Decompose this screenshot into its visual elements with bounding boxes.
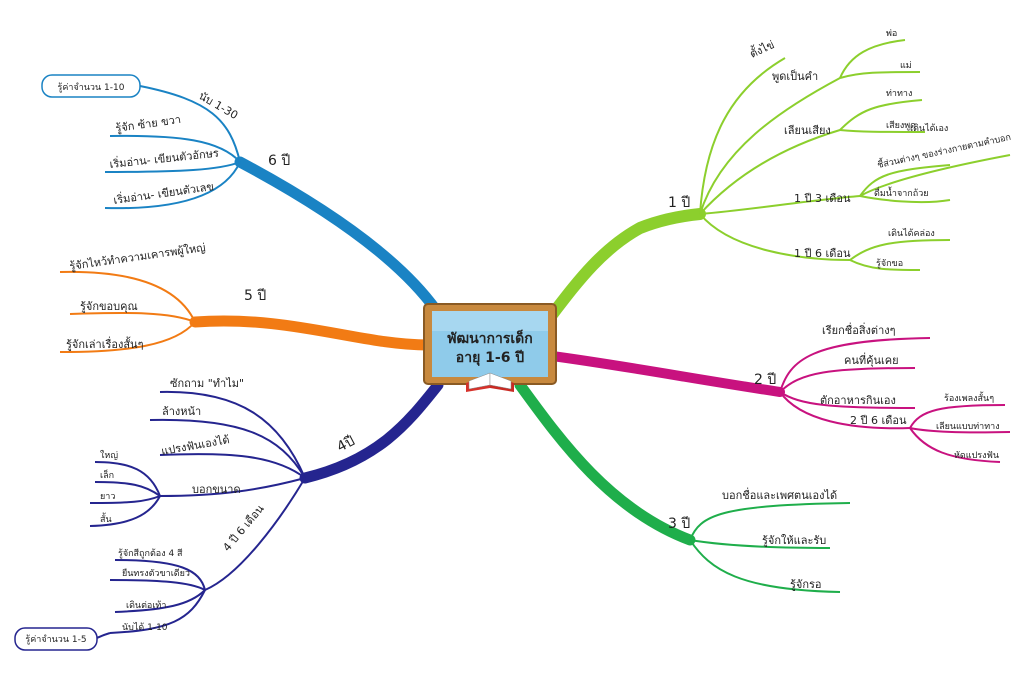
y3-item-2: รู้จักรอ [790, 578, 822, 591]
y1-mimic-0: ท่าทาง [886, 89, 912, 99]
center-title-line1: พัฒนาการเด็ก [447, 329, 533, 347]
y4-size-3: สั้น [100, 512, 112, 525]
y1-item-18m: 1 ปี 6 เดือน [794, 247, 851, 260]
y6-item-0: นับ 1-30 [197, 89, 241, 122]
year-4-subbranches [89, 390, 306, 639]
branch-5-year [189, 315, 434, 351]
y4-item-0: ซักถาม "ทำไม" [170, 377, 244, 390]
branch-6-year [234, 156, 442, 316]
y5-item-2: รู้จักเล่าเรื่องสั้นๆ [66, 336, 144, 351]
y2-30m-2: หัดแปรงฟัน [954, 451, 999, 461]
year-2-subbranches [779, 337, 1011, 463]
y1-18m-0: เดินได้คล่อง [888, 228, 935, 239]
y2-30m-1: เลียนแบบท่าทาง [936, 421, 1000, 432]
y6-item-3: เริ่มอ่าน- เขียนตัวเลข [112, 178, 214, 207]
y5-item-1: รู้จักขอบคุณ [80, 300, 138, 313]
y2-item-2: ตักอาหารกินเอง [820, 394, 896, 407]
label-4-year: 4ปี [334, 433, 357, 456]
y2-item-0: เรียกชื่อสิ่งต่างๆ [822, 322, 896, 337]
y4-item-1: ล้างหน้า [162, 405, 201, 418]
y1-item-speak: พูดเป็นคำ [772, 69, 818, 83]
y4-box-text: รู้ค่าจำนวน 1-5 [25, 634, 86, 645]
y4-item-4: 4 ปี 6 เดือน [220, 502, 267, 554]
year-1-subbranches [699, 39, 1011, 271]
y1-item-standing: ตั้งไข่ [747, 36, 777, 60]
y1-18m-1: รู้จักขอ [876, 258, 903, 269]
y1-15m-2: ดื่มน้ำจากถ้วย [874, 186, 929, 199]
y3-item-1: รู้จักให้และรับ [762, 534, 826, 547]
label-3-year: 3 ปี [668, 516, 690, 532]
y1-15m-0: เดินได้เอง [910, 123, 948, 134]
y4-54m-0: รู้จักสีถูกต้อง 4 สี [118, 548, 183, 559]
y1-speak-0: พ่อ [886, 29, 897, 39]
y1-item-mimic: เลียนเสียง [784, 124, 831, 137]
branch-4-year [299, 379, 444, 484]
y6-box-text: รู้ค่าจำนวน 1-10 [58, 82, 125, 93]
branch-2-year [547, 351, 785, 397]
y4-54m-3: นับได้ 1-10 [122, 622, 168, 633]
center-title-line2: อายุ 1-6 ปี [456, 350, 525, 366]
count-box-1-5 [14, 627, 98, 651]
label-1-year: 1 ปี [668, 195, 690, 211]
y4-size-0: ใหญ่ [100, 450, 118, 461]
y4-54m-2: เดินต่อเท้า [126, 600, 166, 611]
y1-speak-1: แม่ [900, 61, 912, 71]
count-box-1-10 [41, 74, 141, 98]
y1-item-15m: 1 ปี 3 เดือน [794, 192, 851, 205]
y2-item-1: คนที่คุ้นเคย [844, 352, 899, 367]
label-6-year: 6 ปี [268, 153, 290, 169]
y2-30m-0: ร้องเพลงสั้นๆ [944, 391, 994, 404]
y4-size-1: เล็ก [100, 468, 114, 481]
year-3-subbranches [689, 502, 851, 593]
y2-item-3: 2 ปี 6 เดือน [850, 414, 907, 427]
y4-size-2: ยาว [100, 492, 115, 502]
y5-item-0: รู้จักไหว้ทำความเคารพผู้ใหญ่ [69, 241, 207, 273]
branch-1-year [542, 208, 706, 326]
y1-mimic-1: เสียงพูด [886, 120, 916, 131]
branch-3-year [514, 379, 696, 546]
book-icon [466, 372, 514, 392]
label-2-year: 2 ปี [754, 372, 776, 388]
year-5-subbranches [59, 270, 196, 353]
y4-item-3: บอกขนาด [192, 483, 241, 496]
y6-item-1: รู้จัก ซ้าย ขวา [115, 113, 182, 135]
label-5-year: 5 ปี [244, 288, 266, 304]
y3-item-0: บอกชื่อและเพศตนเองได้ [722, 487, 837, 502]
y4-54m-1: ยืนทรงตัวขาเดียว [122, 568, 190, 579]
y6-item-2: เริ่มอ่าน- เขียนตัวอักษร [109, 145, 220, 171]
year-6-subbranches [104, 85, 241, 210]
